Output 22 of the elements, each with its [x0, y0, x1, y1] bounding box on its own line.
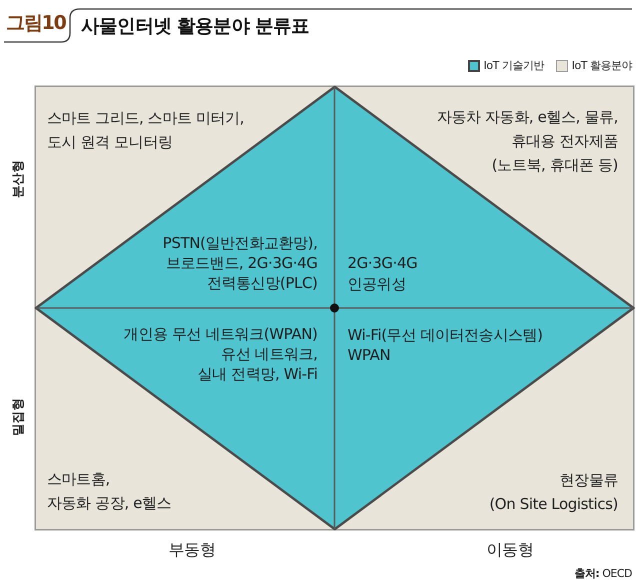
- application-area-text: 자동차 자동화, e헬스, 물류, 휴대용 전자제품 (노트북, 휴대폰 등): [436, 107, 618, 176]
- technology-text: PSTN(일반전화교환망), 브로드밴드, 2G·3G·4G 전력통신망(PLC): [162, 233, 318, 293]
- source-note: 출처: OECD: [574, 566, 632, 581]
- application-area-text: 스마트홈, 자동화 공장, e헬스: [47, 469, 172, 514]
- technology-text: 개인용 무선 네트워크(WPAN) 유선 네트워크, 실내 전력망, Wi-Fi: [124, 324, 318, 384]
- legend-label: IoT 활용분야: [572, 58, 632, 73]
- technology-text: 2G·3G·4G 인공위성: [348, 253, 418, 295]
- classification-board: [36, 87, 633, 529]
- triangle-region: [36, 308, 334, 529]
- axis-label: 분산형: [10, 160, 26, 198]
- technology-text: Wi-Fi(무선 데이터전송시스템) WPAN: [348, 325, 543, 365]
- axis-label: 부동형: [168, 540, 216, 560]
- figure-title: 사물인터넷 활용분야 분류표: [81, 15, 310, 38]
- application-area-text: 현장물류 (On Site Logistics): [489, 470, 618, 515]
- triangle-region: [334, 308, 633, 529]
- axis-label: 밀집형: [10, 398, 26, 436]
- application-area-text: 스마트 그리드, 스마트 미터기, 도시 원격 모니터링: [47, 108, 244, 153]
- legend-label: IoT 기술기반: [484, 58, 544, 73]
- axis-label: 이동형: [486, 540, 534, 560]
- triangle-region: [36, 87, 334, 308]
- figure-number: 그림10: [6, 13, 66, 35]
- triangle-region: [334, 87, 633, 308]
